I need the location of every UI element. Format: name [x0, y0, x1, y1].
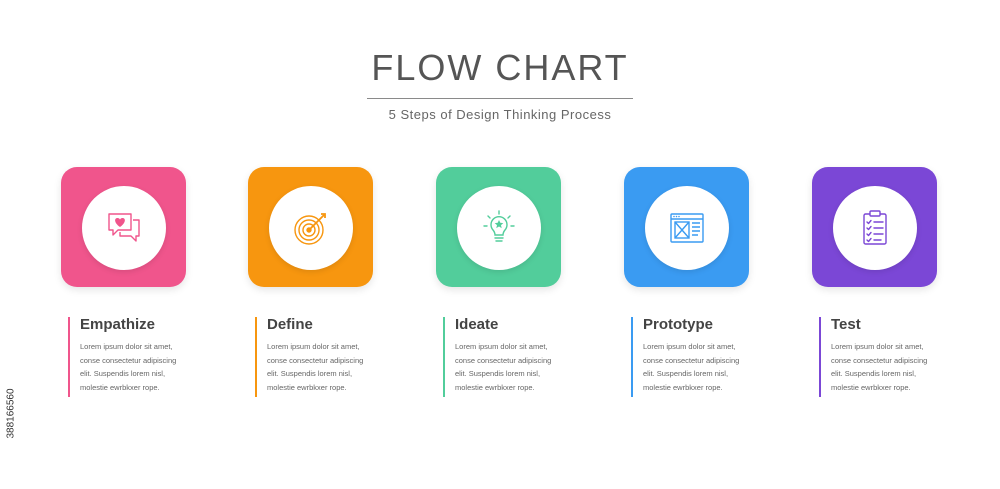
step-label: Empathize	[80, 316, 156, 333]
header: FLOW CHART 5 Steps of Design Thinking Pr…	[0, 48, 1000, 122]
step-define: Define Lorem ipsum dolor sit amet, conse…	[248, 167, 388, 397]
desc-line: elit. Suspendis lorem nisl,	[831, 369, 917, 378]
desc-line: Lorem ipsum dolor sit amet,	[831, 342, 924, 351]
desc-line: molestie ewrbkxer rope.	[267, 382, 347, 392]
desc-line: conse consectetur adipiscing	[455, 355, 552, 365]
step-label: Test	[831, 316, 861, 333]
step-text: Test Lorem ipsum dolor sit amet, conse c…	[819, 317, 956, 397]
icon-circle	[833, 186, 917, 270]
step-label: Ideate	[455, 316, 499, 333]
step-text: Empathize Lorem ipsum dolor sit amet, co…	[68, 317, 205, 397]
desc-line: conse consectetur adipiscing	[643, 355, 740, 365]
desc-line: elit. Suspendis lorem nisl,	[455, 369, 541, 378]
lightbulb-icon	[483, 210, 515, 242]
desc-line: Lorem ipsum dolor sit amet,	[267, 342, 360, 351]
icon-circle	[269, 186, 353, 270]
clipboard-checklist-icon	[863, 210, 887, 245]
step-box	[812, 167, 937, 287]
step-box	[61, 167, 186, 287]
desc-line: conse consectetur adipiscing	[80, 355, 177, 365]
step-text: Prototype Lorem ipsum dolor sit amet, co…	[631, 317, 768, 397]
step-box	[624, 167, 749, 287]
step-description: Lorem ipsum dolor sit amet, conse consec…	[831, 340, 956, 394]
icon-circle	[82, 186, 166, 270]
step-empathize: Empathize Lorem ipsum dolor sit amet, co…	[61, 167, 201, 397]
desc-line: molestie ewrbkxer rope.	[80, 382, 160, 392]
page-title: FLOW CHART	[367, 48, 633, 99]
step-ideate: Ideate Lorem ipsum dolor sit amet, conse…	[436, 167, 576, 397]
desc-line: elit. Suspendis lorem nisl,	[267, 369, 353, 378]
step-description: Lorem ipsum dolor sit amet, conse consec…	[455, 340, 580, 394]
icon-circle	[645, 186, 729, 270]
step-label: Define	[267, 316, 313, 333]
desc-line: Lorem ipsum dolor sit amet,	[80, 342, 173, 351]
heart-chat-icon	[108, 213, 140, 242]
wireframe-window-icon	[670, 213, 704, 243]
step-label: Prototype	[643, 316, 714, 333]
desc-line: molestie ewrbkxer rope.	[643, 382, 723, 392]
icon-circle	[457, 186, 541, 270]
desc-line: elit. Suspendis lorem nisl,	[80, 369, 166, 378]
step-text: Define Lorem ipsum dolor sit amet, conse…	[255, 317, 392, 397]
desc-line: conse consectetur adipiscing	[831, 355, 928, 365]
step-box	[436, 167, 561, 287]
desc-line: conse consectetur adipiscing	[267, 355, 364, 365]
desc-line: Lorem ipsum dolor sit amet,	[643, 342, 736, 351]
step-box	[248, 167, 373, 287]
desc-line: molestie ewrbkxer rope.	[831, 382, 911, 392]
page-subtitle: 5 Steps of Design Thinking Process	[388, 106, 612, 122]
step-description: Lorem ipsum dolor sit amet, conse consec…	[267, 340, 392, 394]
stock-id-text: 388166560	[5, 388, 17, 439]
desc-line: molestie ewrbkxer rope.	[455, 382, 535, 392]
step-test: Test Lorem ipsum dolor sit amet, conse c…	[812, 167, 952, 397]
step-description: Lorem ipsum dolor sit amet, conse consec…	[80, 340, 205, 394]
step-text: Ideate Lorem ipsum dolor sit amet, conse…	[443, 317, 580, 397]
desc-line: Lorem ipsum dolor sit amet,	[455, 342, 548, 351]
target-icon	[294, 213, 326, 245]
step-prototype: Prototype Lorem ipsum dolor sit amet, co…	[624, 167, 764, 397]
desc-line: elit. Suspendis lorem nisl,	[643, 369, 729, 378]
step-description: Lorem ipsum dolor sit amet, conse consec…	[643, 340, 768, 394]
